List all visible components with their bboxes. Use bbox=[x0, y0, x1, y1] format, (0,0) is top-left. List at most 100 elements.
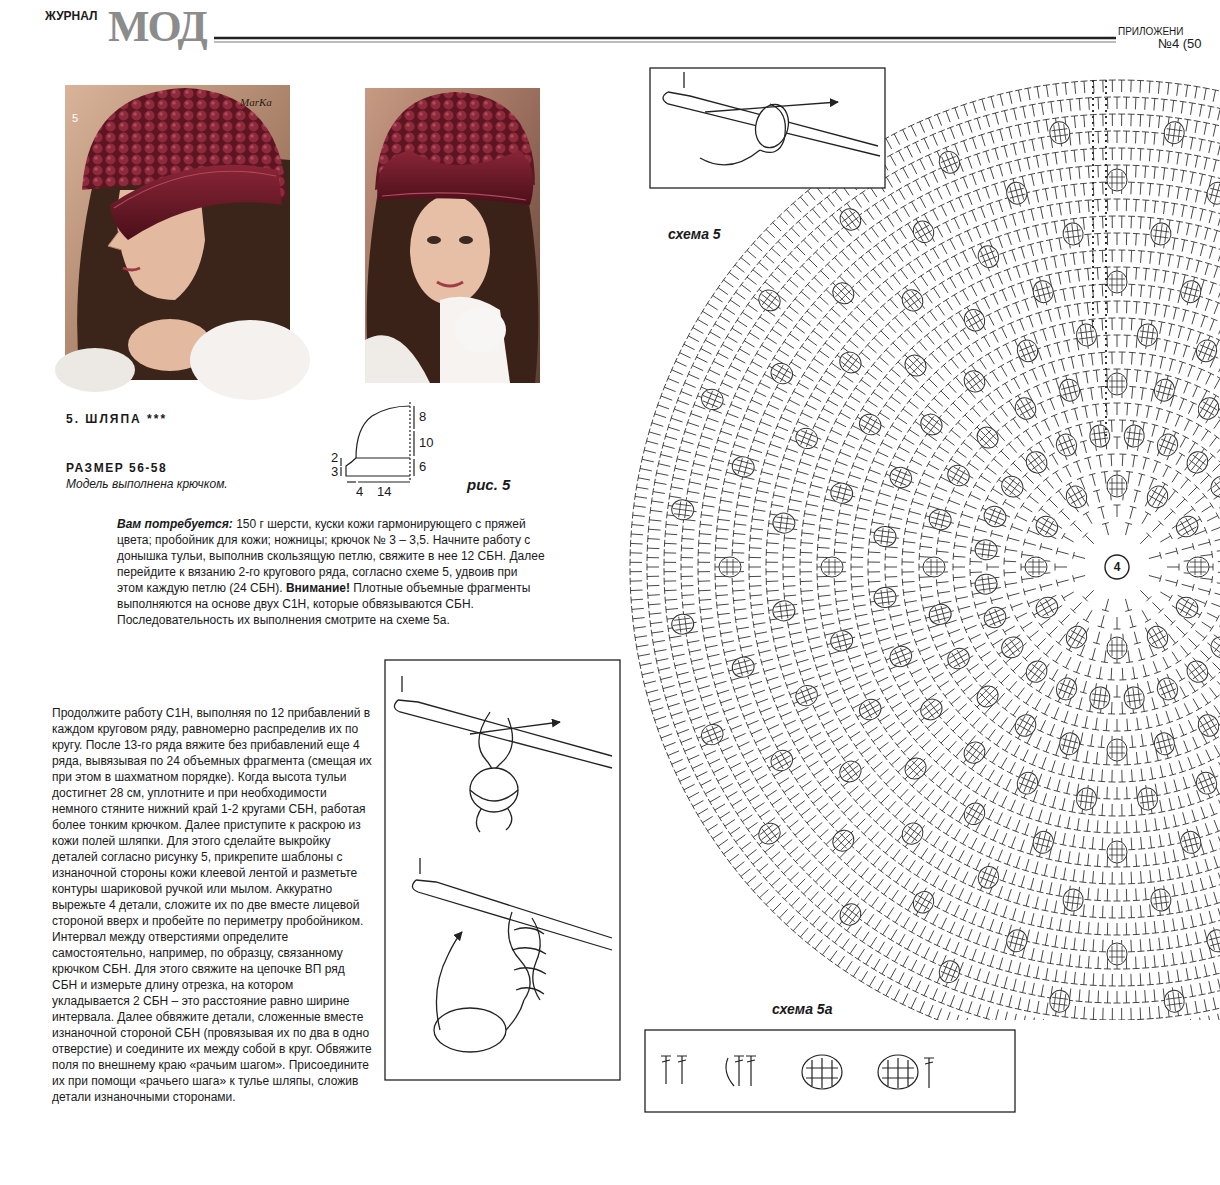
bobble-symbol bbox=[828, 826, 858, 856]
text-column: Продолжите работу С1Н, выполняя по 12 пр… bbox=[52, 705, 624, 1105]
center-number: 4 bbox=[1104, 554, 1130, 580]
dimension: 10 bbox=[419, 436, 433, 451]
bobble-symbol bbox=[923, 557, 945, 577]
bobble-symbol bbox=[1207, 633, 1220, 662]
bobble-symbol bbox=[901, 351, 931, 381]
bobble-symbol bbox=[1178, 829, 1203, 855]
bobble-symbol bbox=[1194, 711, 1220, 740]
bobble-symbol bbox=[1205, 928, 1220, 954]
hat-profile bbox=[341, 402, 414, 482]
bobble-symbol bbox=[1123, 424, 1146, 448]
bobble-symbol bbox=[1136, 787, 1159, 811]
photo-front bbox=[365, 88, 540, 383]
bobble-symbol bbox=[772, 600, 796, 623]
bobble-symbol bbox=[1150, 222, 1173, 246]
text-column: Вам потребуется:150 г шерсти, куски кожи… bbox=[117, 516, 545, 628]
bobble-symbol bbox=[1107, 373, 1127, 395]
bobble-symbol bbox=[873, 525, 897, 548]
bobble-symbol bbox=[1136, 323, 1159, 347]
bobble-symbol bbox=[821, 557, 843, 577]
bobble-symbol bbox=[960, 738, 989, 768]
bobble-symbol bbox=[973, 423, 1003, 453]
bobble-symbol bbox=[1057, 731, 1082, 757]
chart-caption: схема 5 bbox=[668, 226, 721, 242]
bobble-symbol bbox=[974, 538, 998, 561]
chart-symbols bbox=[630, 80, 1220, 1020]
header-rule bbox=[214, 37, 1116, 40]
bobble-symbol bbox=[1107, 739, 1127, 761]
bobble-symbol bbox=[1011, 711, 1039, 740]
bobble-symbol bbox=[1123, 686, 1146, 710]
bobble-symbol bbox=[1163, 989, 1186, 1013]
bobble-symbol bbox=[1048, 989, 1071, 1013]
bobble-symbol bbox=[1057, 377, 1082, 403]
bobble-symbol bbox=[975, 243, 1002, 271]
bobble-symbol bbox=[1143, 623, 1171, 652]
bobble-symbol bbox=[898, 286, 927, 316]
bobble-symbol bbox=[1014, 337, 1041, 365]
bobble-symbol bbox=[1022, 447, 1051, 477]
bobble-symbol bbox=[927, 602, 953, 627]
bobble-symbol bbox=[936, 958, 963, 986]
dimension: 8 bbox=[419, 410, 426, 425]
model-note: Модель выполнена крючком. bbox=[66, 478, 228, 492]
bobble-symbol bbox=[1062, 888, 1085, 912]
bobble-symbol bbox=[1154, 675, 1181, 703]
bobble-symbol bbox=[974, 573, 998, 596]
chart-caption: схема 5а bbox=[772, 1001, 832, 1017]
bobble-symbol bbox=[1178, 278, 1203, 304]
bobble-symbol bbox=[856, 695, 885, 723]
watermark: MarKa bbox=[240, 96, 272, 109]
bobble-symbol bbox=[670, 498, 694, 521]
bobble-symbol bbox=[1205, 180, 1220, 206]
bobble-symbol bbox=[772, 512, 796, 535]
bobble-symbol bbox=[1107, 637, 1127, 659]
pattern-title: 5. ШЛЯПА *** bbox=[66, 413, 167, 427]
bobble-symbol bbox=[1062, 482, 1090, 511]
size-label: РАЗМЕР 56-58 bbox=[66, 462, 167, 476]
bobble-symbol bbox=[981, 604, 1009, 631]
materials-heading: Вам потребуется: bbox=[117, 517, 233, 531]
bobble-symbol bbox=[1154, 431, 1181, 459]
bobble-symbol bbox=[1075, 323, 1098, 347]
dimension: 4 bbox=[356, 485, 363, 500]
legend-box-5a bbox=[645, 1030, 1015, 1112]
bobble-symbol bbox=[1107, 841, 1127, 863]
chart-center-circle: 4 bbox=[1104, 554, 1130, 580]
bobble-symbol bbox=[1107, 169, 1127, 191]
bobble-symbol bbox=[927, 507, 953, 532]
bobble-symbol bbox=[1053, 431, 1080, 459]
masthead-small: ЖУРНАЛ bbox=[45, 10, 98, 24]
bobble-symbol bbox=[1107, 475, 1127, 497]
bobble-symbol bbox=[960, 799, 988, 828]
bobble-symbol bbox=[1031, 829, 1056, 855]
bobble-symbol bbox=[767, 359, 796, 387]
hook-box-top bbox=[650, 68, 885, 188]
photo-number: 5 bbox=[72, 112, 78, 125]
bobble-symbol bbox=[1207, 472, 1220, 501]
bobble-symbol bbox=[1048, 120, 1071, 144]
bobble-symbol bbox=[901, 754, 931, 784]
bobble-symbol bbox=[1062, 222, 1085, 246]
bobble-symbol bbox=[755, 286, 785, 315]
bobble-symbol bbox=[1193, 337, 1220, 365]
bobble-symbol bbox=[1075, 787, 1098, 811]
bobble-symbol bbox=[1004, 180, 1029, 206]
bobble-symbol bbox=[828, 481, 854, 506]
bobble-symbol bbox=[898, 819, 927, 849]
issue-number: №4 (50 bbox=[1158, 37, 1202, 52]
bobble-symbol bbox=[755, 819, 785, 848]
dimension: 14 bbox=[377, 485, 391, 500]
stitch-symbols bbox=[630, 80, 1220, 1020]
bobble-symbol bbox=[1107, 271, 1127, 293]
hook-box-middle bbox=[385, 660, 620, 1080]
bobble-symbol bbox=[997, 633, 1027, 662]
bobble-symbol bbox=[1163, 120, 1186, 144]
bobble-symbol bbox=[1011, 394, 1039, 423]
dimension: 6 bbox=[419, 460, 426, 475]
bobble-symbol bbox=[997, 472, 1027, 501]
bobble-symbol bbox=[1031, 278, 1056, 304]
bobble-symbol bbox=[981, 503, 1009, 530]
bobble-symbol bbox=[887, 464, 915, 491]
